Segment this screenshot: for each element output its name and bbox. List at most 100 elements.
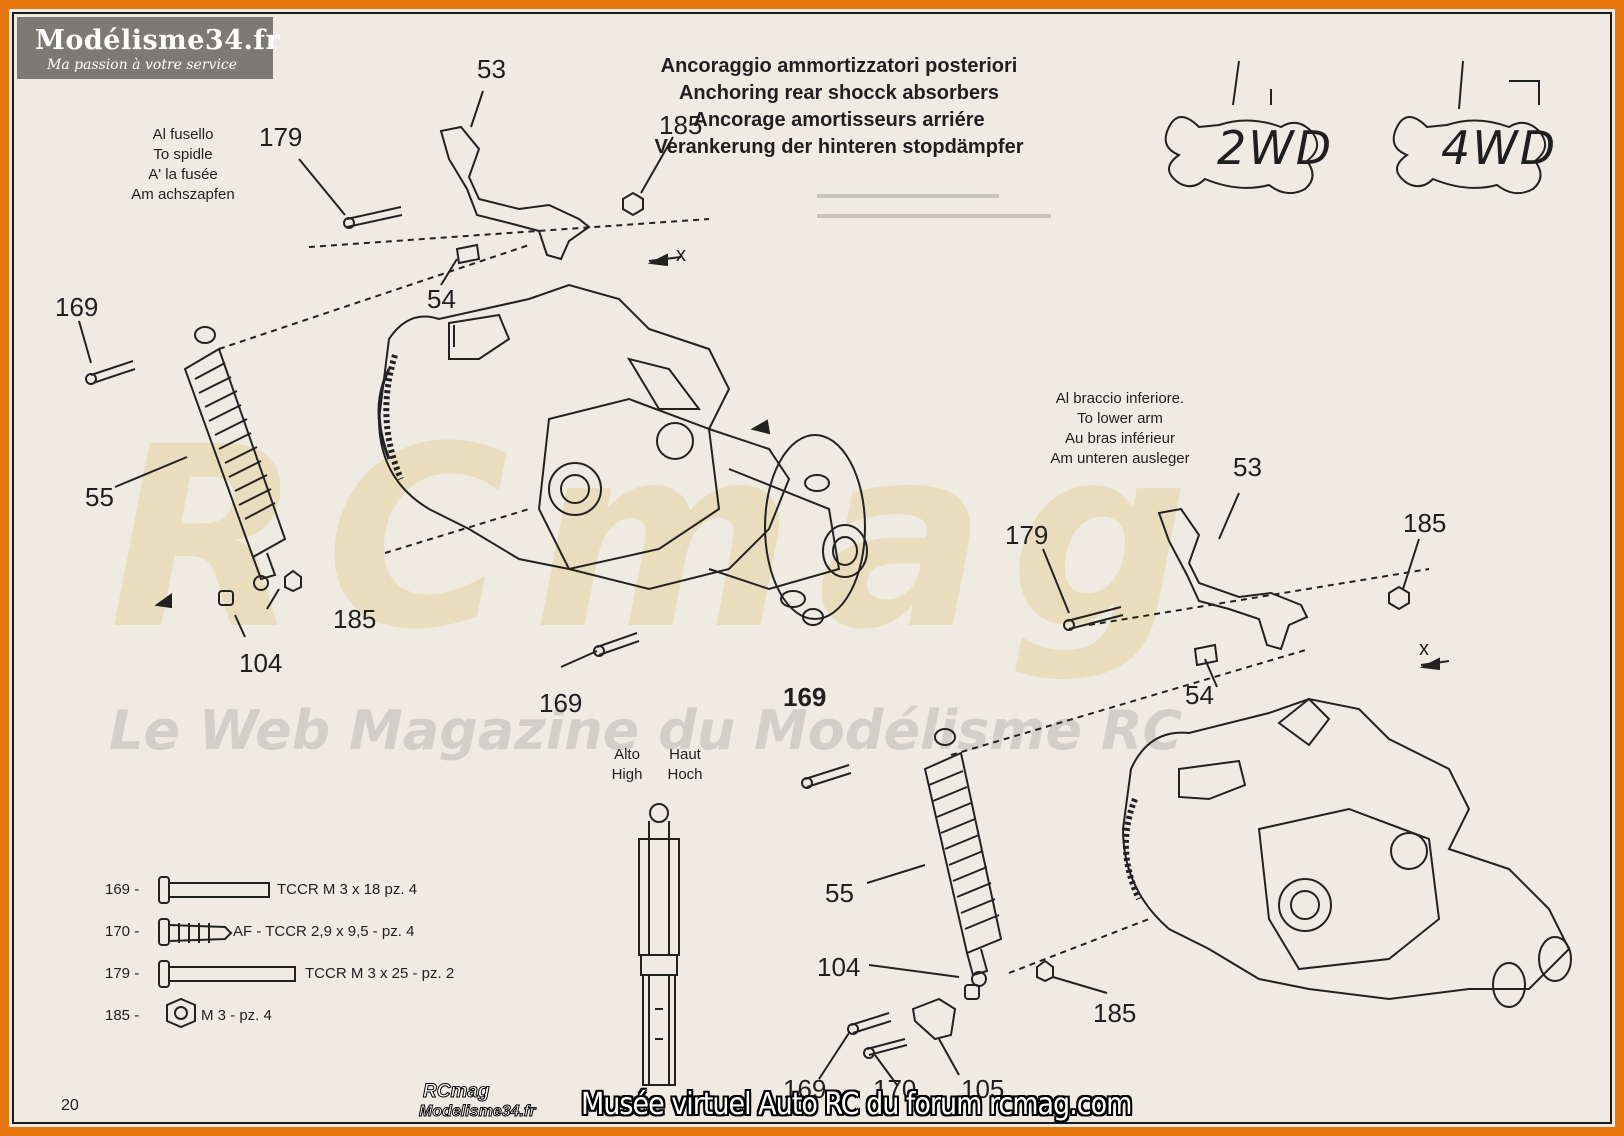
logo-title: Modélisme34.fr — [35, 25, 281, 56]
gearbox-bottom — [1121, 697, 1572, 1008]
logo-tagline: Ma passion à votre service — [47, 57, 238, 73]
arrow-x-top-head — [647, 253, 668, 267]
arrow-left — [154, 593, 172, 609]
watermark-logo: RCmag — [109, 393, 1214, 684]
marker-x-bottom: x — [1419, 638, 1429, 660]
part-105-b: 105 — [961, 1074, 1005, 1104]
title-de: Verankerung der hinteren stopdämpfer — [654, 136, 1024, 158]
screw-170-b-head — [863, 1047, 875, 1059]
part-169-left: 169 — [55, 292, 99, 322]
part-179-bottom: 179 — [1005, 520, 1049, 550]
part-54-top: 54 — [427, 284, 456, 314]
footer-caption: Musée virtuel Auto RC du forum rcmag.com — [581, 1087, 1132, 1122]
bracket-53-bottom — [1157, 507, 1309, 651]
bleed-text-1: ▬▬▬▬▬▬▬▬▬▬▬▬▬▬ — [817, 186, 999, 201]
part-169-b: 169 — [783, 1074, 827, 1104]
part-179-top: 179 — [259, 122, 303, 152]
badge-4wd-mark — [1458, 60, 1540, 110]
bushing-54-bottom — [1193, 643, 1219, 667]
screw-179-bottom — [1066, 606, 1124, 630]
part-53-bottom: 53 — [1233, 452, 1262, 482]
legend-179-desc: TCCR M 3 x 25 - pz. 2 — [305, 965, 455, 982]
page-title: Ancoraggio ammortizzatori posteriori Anc… — [655, 53, 1024, 161]
shock-55-bottom — [923, 728, 1003, 987]
part-185-b: 185 — [1093, 998, 1137, 1028]
legend-170-code: 170 - — [105, 923, 140, 940]
screw-169-left — [90, 360, 136, 384]
note-arm-fr: Au bras inférieur — [1064, 430, 1176, 447]
screw-169-bottom — [804, 764, 852, 788]
note-arm-de: Am unteren ausleger — [1050, 450, 1190, 467]
shock-55-left — [183, 326, 287, 591]
note-lower-arm: Al braccio inferiore. To lower arm Au br… — [1025, 389, 1215, 469]
nut-185-left — [284, 569, 302, 593]
note-arm-en: To lower arm — [1077, 410, 1163, 427]
note-spindle-fr: A' la fusée — [148, 166, 218, 183]
note-spindle: Al fusello To spidle A' la fusée Am achs… — [113, 125, 253, 205]
screw-169-mid — [596, 632, 640, 656]
page-number: 20 — [61, 1097, 79, 1114]
note-height-it: Alto — [614, 746, 640, 763]
guide-line-4 — [950, 648, 1310, 756]
part-53-top: 53 — [477, 54, 506, 84]
guide-line-6 — [1088, 568, 1430, 626]
arrow-x-bottom-line — [1420, 660, 1450, 666]
screw-170-b — [866, 1038, 908, 1056]
legend-169-desc: TCCR M 3 x 18 pz. 4 — [277, 881, 418, 898]
legend-185-code: 185 - — [105, 1007, 140, 1024]
screw-169-mid-head — [593, 645, 605, 657]
badge-2wd-mark — [1232, 60, 1272, 106]
screw-169-left-head — [85, 373, 97, 385]
bottom-logo-site: Modelisme34.fr — [418, 1103, 536, 1121]
note-spindle-it: Al fusello — [152, 126, 214, 143]
hub-top — [764, 434, 868, 626]
bracket-53-top — [439, 125, 591, 261]
part-169-bold: 169 — [783, 682, 827, 712]
badge-2wd: 2WD — [1217, 121, 1334, 175]
guide-line-2 — [384, 508, 530, 554]
title-it: Ancoraggio ammortizzatori posteriori — [660, 55, 1018, 77]
note-arm-it: Al braccio inferiore. — [1055, 390, 1185, 407]
badge-4wd: 4WD — [1441, 121, 1558, 175]
nut-185-top — [622, 191, 644, 217]
bushing-104-left — [218, 590, 234, 606]
exploded-diagram — [78, 60, 1572, 1086]
bushing-54-top — [455, 243, 481, 265]
title-fr: Ancorage amortisseurs arriére — [693, 109, 985, 131]
part-169-mid: 169 — [539, 688, 583, 718]
screw-169-bottom-head — [801, 777, 813, 789]
guide-line-3 — [308, 218, 710, 248]
part-185-bottom: 185 — [1403, 508, 1447, 538]
note-spindle-de: Am achszapfen — [131, 186, 235, 203]
bracket-105 — [911, 997, 957, 1041]
bushing-104-bottom — [964, 984, 980, 1000]
part-185-left: 185 — [333, 604, 377, 634]
legend-170-desc: AF - TCCR 2,9 x 9,5 - pz. 4 — [233, 923, 415, 940]
legend-169-code: 169 - — [105, 881, 140, 898]
bottom-logo: RCmag Modelisme34.fr — [418, 1081, 569, 1127]
watermark-slogan: Le Web Magazine du Modélisme RC — [109, 699, 1183, 762]
site-logo: Modélisme34.fr Ma passion à votre servic… — [17, 17, 280, 79]
legend-179-code: 179 - — [105, 965, 140, 982]
bleed-text-2: ▬▬▬▬▬▬▬▬▬▬▬▬▬▬▬▬▬▬ — [817, 206, 1051, 221]
part-104-left: 104 — [239, 648, 283, 678]
shock-height-drawing — [638, 803, 680, 1086]
note-height-de: Hoch — [667, 766, 703, 783]
nut-185-bottom — [1388, 585, 1410, 611]
note-height-en: High — [611, 766, 643, 783]
note-spindle-en: To spidle — [153, 146, 213, 163]
gearbox-top — [377, 283, 841, 591]
legend-185-desc: M 3 - pz. 4 — [201, 1007, 272, 1024]
guide-line-5 — [1008, 918, 1150, 974]
part-55-left: 55 — [85, 482, 114, 512]
legend-hardware — [158, 876, 296, 1029]
marker-x-top: x — [676, 244, 686, 266]
part-185-top: 185 — [659, 110, 703, 140]
part-170-b: 170 — [873, 1074, 917, 1104]
badge-2wd-shape — [1164, 116, 1318, 195]
badge-4wd-shape — [1392, 116, 1546, 195]
guide-line-1 — [218, 244, 530, 350]
part-55-bottom: 55 — [825, 878, 854, 908]
note-height-fr: Haut — [669, 746, 701, 763]
